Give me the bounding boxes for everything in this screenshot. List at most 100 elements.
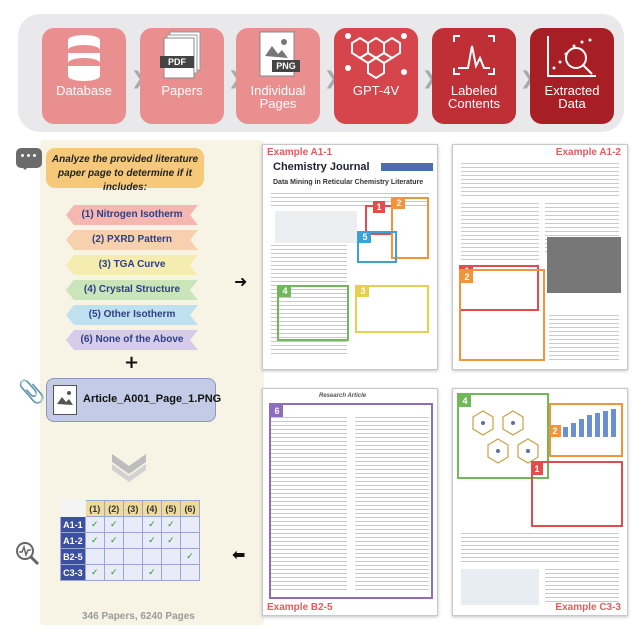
column-header: (5) [160, 500, 181, 517]
corpus-summary: 346 Papers, 6240 Pages [82, 611, 195, 622]
step-database: Database [42, 28, 126, 124]
body-text [271, 417, 347, 593]
step-gpt4v: GPT-4V [334, 28, 418, 124]
journal-name: Chemistry Journal [273, 161, 370, 173]
table-row: B2-5 ✓ [60, 548, 201, 565]
image-file-icon [53, 385, 77, 415]
check-icon: ✓ [141, 532, 162, 549]
magnify-chart-icon [530, 28, 614, 84]
crystal-structure-figure [472, 410, 539, 464]
marker: 2 [549, 425, 561, 437]
row-label: A1-1 [60, 516, 86, 533]
option-crystal-structure: (4) Crystal Structure [66, 280, 198, 300]
highlight-tga [355, 285, 429, 333]
row-label: B2-5 [60, 548, 86, 565]
article-title: Data Mining in Reticular Chemistry Liter… [273, 179, 424, 186]
empty-cell [122, 516, 143, 533]
photo-figure [547, 237, 621, 293]
step-papers: PDF Papers [140, 28, 224, 124]
example-label: Example A1-1 [267, 147, 333, 158]
database-icon [42, 28, 126, 84]
chat-icon [16, 148, 42, 170]
highlight-pxrd [391, 197, 429, 259]
empty-cell [179, 516, 201, 533]
marker: 4 [459, 395, 471, 407]
check-icon: ✓ [84, 516, 105, 533]
step-label: GPT-4V [352, 83, 400, 98]
check-icon: ✓ [103, 532, 124, 549]
marker: 2 [393, 197, 405, 209]
body-text [461, 203, 539, 263]
marker: 2 [461, 271, 473, 283]
empty-cell [179, 564, 201, 581]
example-page-a1-2: Example A1-2 1 2 [452, 144, 628, 370]
marker: 1 [531, 463, 543, 475]
marker: 4 [279, 285, 291, 297]
table-text [461, 163, 619, 199]
table-row: A1-2 ✓ ✓ ✓ ✓ [60, 532, 201, 549]
body-text [271, 245, 347, 355]
option-nitrogen-isotherm: (1) Nitrogen Isotherm [66, 205, 198, 225]
file-name: Article_A001_Page_1.PNG [83, 393, 222, 405]
highlight-none [269, 403, 433, 599]
step-label: Individual Pages [250, 83, 306, 111]
empty-cell [141, 548, 162, 565]
check-icon: ✓ [141, 564, 162, 581]
empty-cell [122, 548, 143, 565]
check-icon: ✓ [84, 564, 105, 581]
check-icon: ✓ [103, 564, 124, 581]
row-label: A1-2 [60, 532, 86, 549]
highlight-crystal [277, 285, 349, 341]
table-header-row: (1) (2) (3) (4) (5) (6) [60, 500, 201, 517]
check-icon: ✓ [160, 516, 181, 533]
marker: 5 [359, 231, 371, 243]
highlight-nitrogen [531, 461, 623, 527]
input-file: Article_A001_Page_1.PNG [46, 378, 221, 422]
option-none-of-the-above: (6) None of the Above [66, 330, 198, 350]
arrow-left-icon: ⬅ [232, 545, 246, 564]
labeled-spectrum-icon [432, 28, 516, 84]
example-label: Example B2-5 [267, 602, 333, 613]
paperclip-icon: 📎 [18, 380, 46, 405]
step-individual-pages: PNG Individual Pages [236, 28, 320, 124]
empty-cell [103, 548, 124, 565]
png-badge: PNG [276, 61, 296, 71]
pxrd-bars-figure [563, 409, 616, 437]
abstract-box [275, 211, 357, 243]
highlight-other [357, 231, 397, 263]
highlight-crystal [457, 393, 549, 479]
example-label: Example A1-2 [555, 147, 621, 158]
column-header: (2) [103, 500, 124, 517]
arrow-right-icon: ➜ [234, 272, 248, 291]
marker: 3 [357, 285, 369, 297]
check-icon: ✓ [141, 516, 162, 533]
body-text [549, 315, 619, 363]
check-icon: ✓ [84, 532, 105, 549]
prompt-question: Analyze the provided literature paper pa… [46, 148, 204, 193]
png-page-icon: PNG [236, 28, 320, 84]
option-pxrd-pattern: (2) PXRD Pattern [66, 230, 198, 250]
section-header: Research Article [319, 393, 367, 399]
marker: 1 [373, 201, 385, 213]
magnify-signal-icon [16, 542, 40, 566]
row-label: C3-3 [60, 564, 86, 581]
option-other-isotherm: (5) Other Isotherm [66, 305, 198, 325]
body-text [355, 417, 429, 593]
table-row: C3-3 ✓ ✓ ✓ [60, 564, 201, 581]
column-header: (4) [141, 500, 162, 517]
example-label: Example C3-3 [555, 602, 621, 613]
step-label: Extracted Data [544, 83, 600, 111]
caption-text [461, 533, 619, 565]
check-icon: ✓ [179, 548, 201, 565]
table-corner [60, 500, 86, 517]
step-label: Papers [161, 83, 203, 98]
check-icon: ✓ [160, 532, 181, 549]
column-header: (6) [179, 500, 201, 517]
check-icon: ✓ [103, 516, 124, 533]
marker: 6 [271, 405, 283, 417]
table-row: A1-1 ✓ ✓ ✓ ✓ [60, 516, 201, 533]
highlight-pxrd [459, 269, 545, 361]
pdf-stack-icon: PDF [140, 28, 224, 84]
step-extracted-data: Extracted Data [530, 28, 614, 124]
plus-sign: + [124, 352, 140, 373]
